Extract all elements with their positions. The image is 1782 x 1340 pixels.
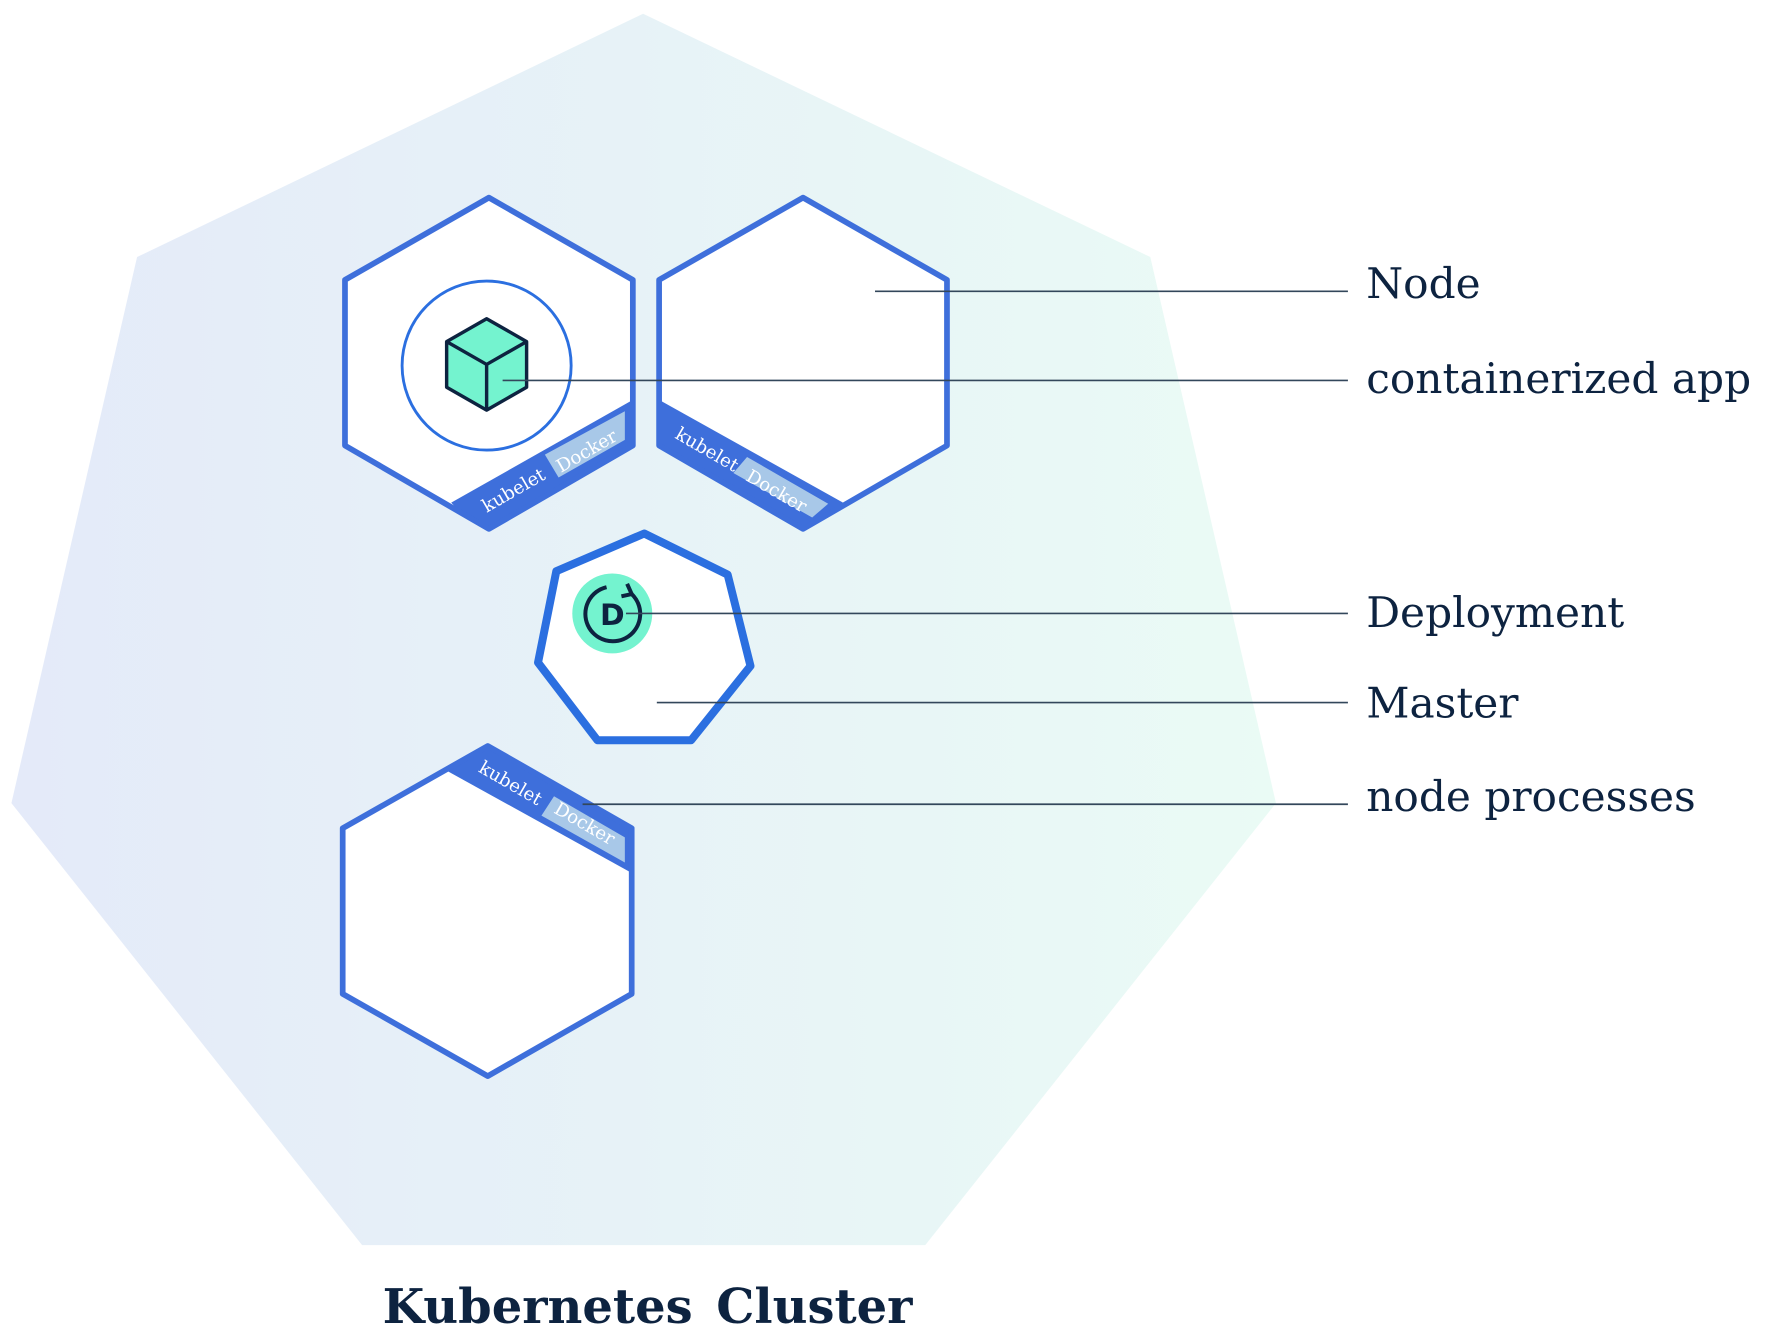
label-deployment: Deployment: [1366, 588, 1624, 637]
label-master: Master: [1366, 678, 1519, 727]
leader-lines: [502, 290, 1348, 806]
label-node-processes: node processes: [1366, 772, 1696, 821]
node-2[interactable]: kubelet Docker: [656, 194, 950, 543]
label-containerized-app: containerized app: [1366, 354, 1751, 403]
docker-tag: [544, 411, 625, 478]
node-3[interactable]: kubelet Docker: [339, 731, 640, 1079]
pod-circle: [400, 279, 573, 452]
cluster-title-kubernetes: Kubernetes: [383, 1279, 693, 1335]
node-1[interactable]: kubelet Docker: [342, 194, 636, 543]
cluster-title-cluster: Cluster: [716, 1279, 913, 1335]
deployment-glyph: D: [600, 598, 625, 633]
container-cube-icon: [444, 317, 529, 412]
master[interactable]: D: [534, 529, 755, 745]
docker-tag: [733, 456, 829, 518]
docker-tag: [541, 796, 625, 863]
label-node: Node: [1366, 259, 1480, 308]
